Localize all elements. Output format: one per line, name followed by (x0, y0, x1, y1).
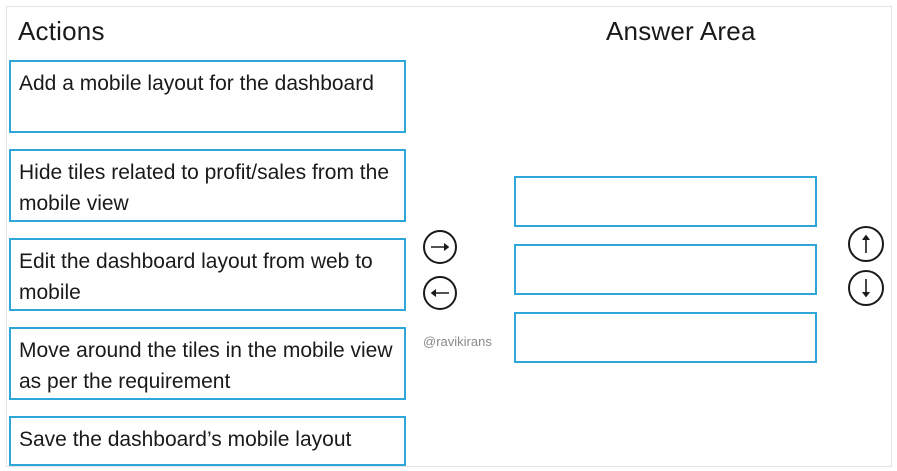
question-frame (6, 6, 892, 467)
arrow-down-icon (862, 279, 870, 298)
answer-slot-1[interactable] (514, 176, 817, 227)
arrow-right-icon (431, 243, 450, 251)
move-down-button[interactable] (848, 270, 884, 306)
move-right-button[interactable] (423, 230, 457, 264)
move-left-button[interactable] (423, 276, 457, 310)
action-item-add-mobile-layout[interactable]: Add a mobile layout for the dashboard (9, 60, 406, 133)
answer-slot-2[interactable] (514, 244, 817, 295)
action-item-edit-layout[interactable]: Edit the dashboard layout from web to mo… (9, 238, 406, 311)
action-item-label: Edit the dashboard layout from web to mo… (19, 250, 373, 304)
watermark: @ravikirans (423, 334, 492, 349)
action-item-move-tiles[interactable]: Move around the tiles in the mobile view… (9, 327, 406, 400)
arrow-left-icon (430, 289, 449, 297)
action-item-label: Add a mobile layout for the dashboard (19, 72, 374, 95)
action-item-label: Save the dashboard’s mobile layout (19, 428, 352, 451)
answer-slot-3[interactable] (514, 312, 817, 363)
move-up-button[interactable] (848, 226, 884, 262)
action-item-label: Hide tiles related to profit/sales from … (19, 161, 390, 215)
answer-area-heading: Answer Area (606, 16, 756, 46)
actions-heading: Actions (18, 16, 105, 46)
action-item-label: Move around the tiles in the mobile view… (19, 339, 393, 393)
arrow-up-icon (862, 234, 870, 253)
action-item-save-layout[interactable]: Save the dashboard’s mobile layout (9, 416, 406, 466)
action-item-hide-tiles[interactable]: Hide tiles related to profit/sales from … (9, 149, 406, 222)
